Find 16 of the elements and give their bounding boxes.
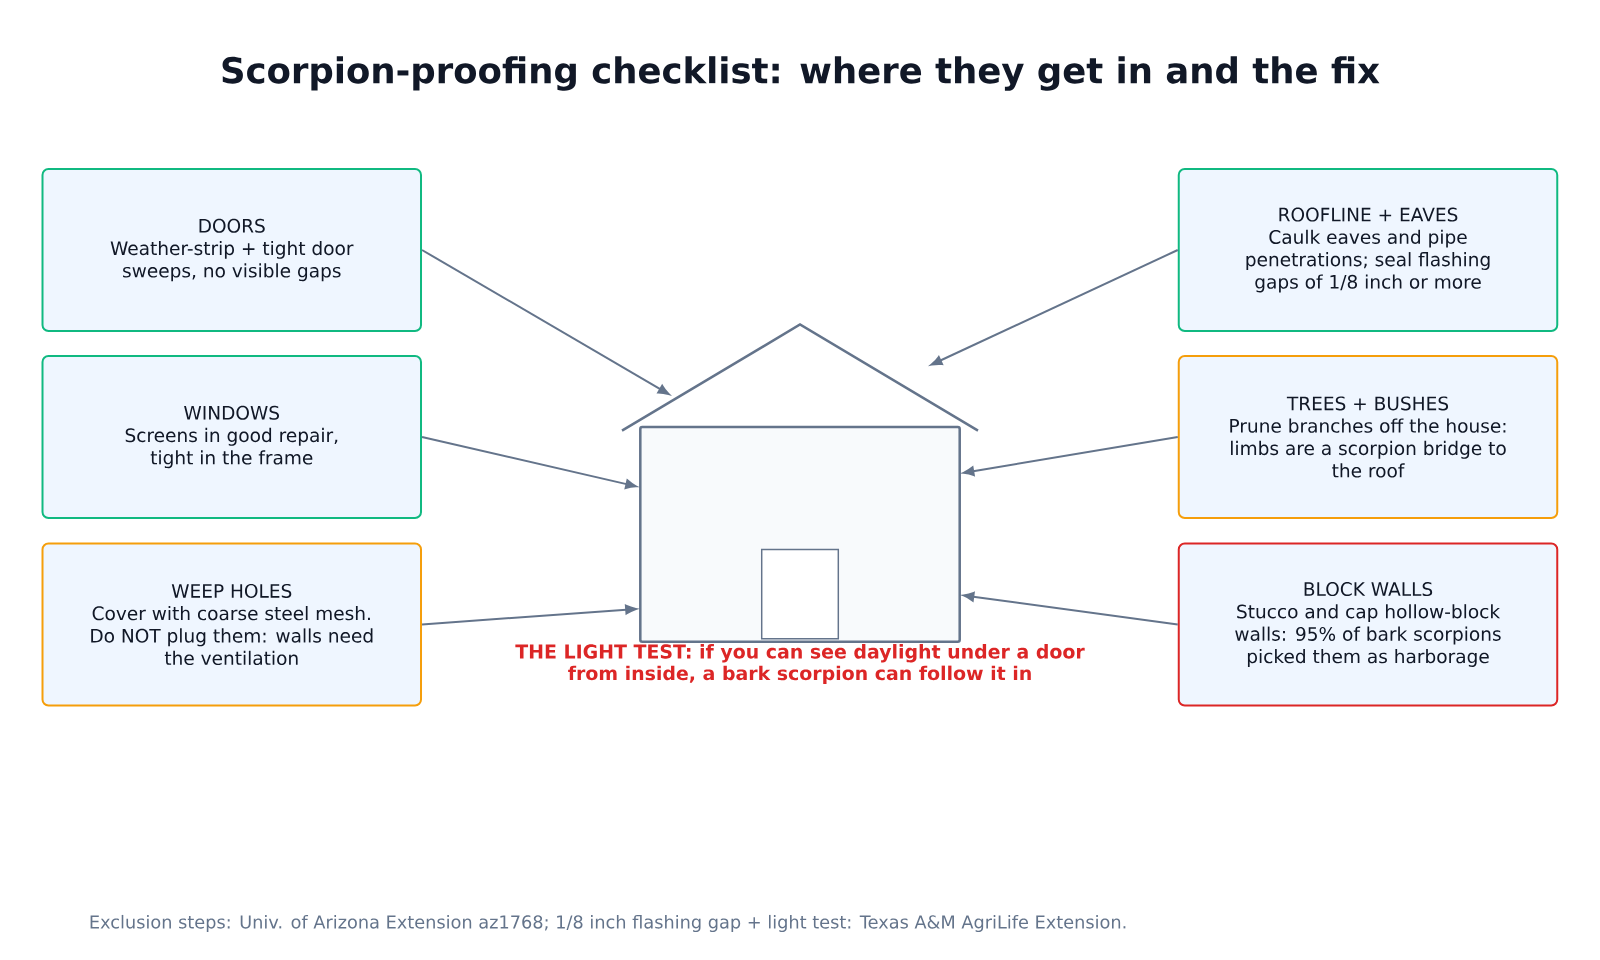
arrow	[421, 249, 670, 395]
checklist-box: WINDOWS Screens in good repair, tight in the frame	[41, 355, 422, 519]
checklist-box: DOORS Weather-strip + tight door sweeps, no visible gaps	[41, 168, 422, 332]
house-drawing	[621, 323, 979, 644]
checklist-box: ROOFLINE + EAVES Caulk eaves and pipe penetrations; seal flashing gaps of 1/8 inch or more	[1177, 168, 1559, 332]
title: Scorpion-proofing checklist: where they get in and the fix	[222, 56, 1380, 91]
arrow	[930, 249, 1179, 366]
arrow	[421, 604, 637, 626]
source-note: Exclusion steps: Univ. of Arizona Extension az1768; 1/8 inch flashing gap + light test: Texas A&M AgriLife Extension.	[90, 914, 1126, 933]
checklist-box: WEEP HOLES Cover with coarse steel mesh. Do NOT plug them: walls need the ventilation	[41, 542, 422, 707]
arrow	[962, 591, 1179, 626]
warning-note: THE LIGHT TEST: if you can see daylight under a door from inside, a bark scorpion can follow it in	[515, 644, 1085, 684]
arrow	[421, 436, 637, 489]
arrow	[962, 436, 1179, 477]
checklist-box: BLOCK WALLS Stucco and cap hollow-block walls: 95% of bark scorpions picked them as harborage	[1177, 542, 1559, 707]
checklist-box: TREES + BUSHES Prune branches off the house: limbs are a scorpion bridge to the roof	[1177, 355, 1559, 519]
